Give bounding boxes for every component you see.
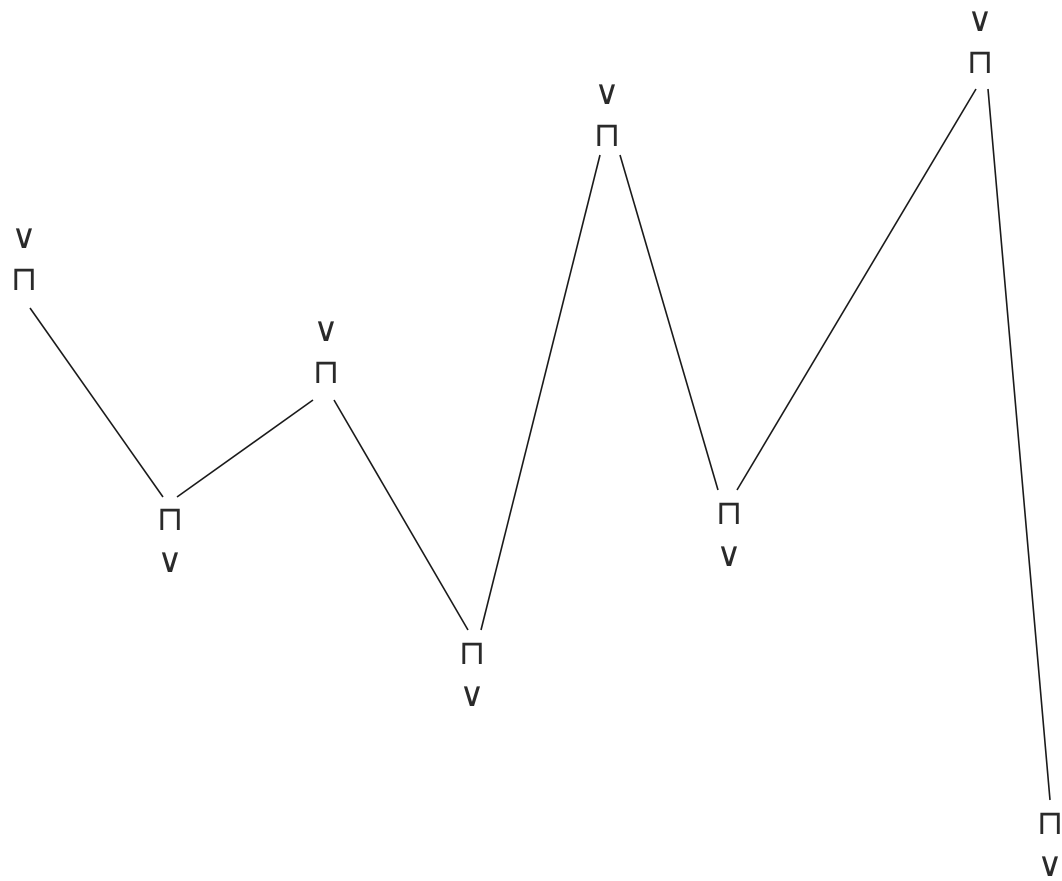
meet-symbol: ⊓	[594, 115, 621, 155]
meet-symbol: ⊓	[157, 499, 184, 539]
node-n6: ⊓∨	[716, 493, 743, 575]
edge-n6-n7	[736, 88, 977, 491]
edge-n2-n3	[176, 399, 314, 498]
join-symbol: ∨	[158, 541, 183, 581]
meet-symbol: ⊓	[1037, 803, 1062, 843]
edge-n1-n2	[29, 307, 164, 498]
edge-layer	[29, 88, 1051, 801]
node-layer: ∨⊓⊓∨∨⊓⊓∨∨⊓⊓∨∨⊓⊓∨	[11, 0, 1062, 881]
edge-n7-n8	[987, 88, 1051, 801]
meet-symbol: ⊓	[11, 259, 38, 299]
meet-symbol: ⊓	[967, 42, 994, 82]
edge-n5-n6	[619, 154, 719, 491]
node-n5: ∨⊓	[594, 73, 621, 155]
node-n4: ⊓∨	[459, 633, 486, 715]
join-symbol: ∨	[460, 675, 485, 715]
edge-n3-n4	[333, 399, 469, 631]
node-n1: ∨⊓	[11, 217, 38, 299]
join-symbol: ∨	[595, 73, 620, 113]
meet-symbol: ⊓	[459, 633, 486, 673]
join-symbol: ∨	[314, 310, 339, 350]
meet-symbol: ⊓	[313, 352, 340, 392]
join-symbol: ∨	[717, 535, 742, 575]
edge-n4-n5	[480, 154, 601, 631]
join-symbol: ∨	[12, 217, 37, 257]
meet-symbol: ⊓	[716, 493, 743, 533]
node-n3: ∨⊓	[313, 310, 340, 392]
join-symbol: ∨	[1038, 845, 1062, 881]
node-n2: ⊓∨	[157, 499, 184, 581]
join-symbol: ∨	[968, 0, 993, 40]
node-n8: ⊓∨	[1037, 803, 1062, 881]
node-n7: ∨⊓	[967, 0, 994, 82]
